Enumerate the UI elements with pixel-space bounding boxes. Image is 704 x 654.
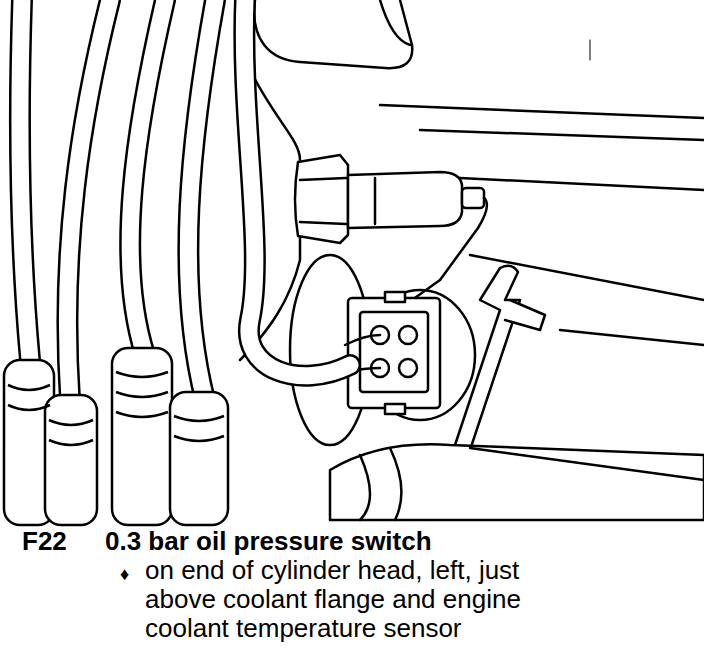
hose-clip bbox=[455, 266, 520, 450]
coolant-hose bbox=[470, 448, 704, 480]
intake-housing bbox=[380, 0, 410, 45]
switch-terminal bbox=[462, 188, 484, 208]
switch-hex bbox=[300, 178, 346, 224]
engine-edge bbox=[420, 130, 704, 140]
sensor-connector bbox=[360, 312, 428, 392]
figure-number: F22 bbox=[22, 526, 67, 556]
connector-pin bbox=[399, 359, 417, 377]
bullet: ♦ bbox=[120, 560, 129, 589]
heading: 0.3 bar oil pressure switch bbox=[105, 526, 432, 556]
intake-housing bbox=[254, 0, 412, 68]
hose-clip bbox=[505, 300, 545, 330]
sensor-connector bbox=[385, 404, 405, 414]
coolant-hose bbox=[390, 448, 401, 520]
coolant-hose bbox=[330, 444, 704, 520]
switch-wire bbox=[405, 198, 487, 305]
coolant-hose bbox=[360, 455, 370, 520]
connector-pin bbox=[399, 326, 417, 344]
sensor-connector bbox=[385, 292, 405, 302]
ignition-leads bbox=[20, 0, 350, 400]
engine-edge bbox=[380, 105, 704, 118]
switch-hex bbox=[295, 155, 348, 243]
description: on end of cylinder head, left, just abov… bbox=[145, 556, 565, 643]
engine-edge bbox=[590, 40, 591, 60]
switch-body bbox=[374, 178, 377, 224]
plug-boots bbox=[4, 348, 228, 525]
sensor-connector bbox=[348, 298, 440, 408]
switch-body bbox=[348, 172, 462, 228]
engine-edge bbox=[560, 330, 704, 345]
